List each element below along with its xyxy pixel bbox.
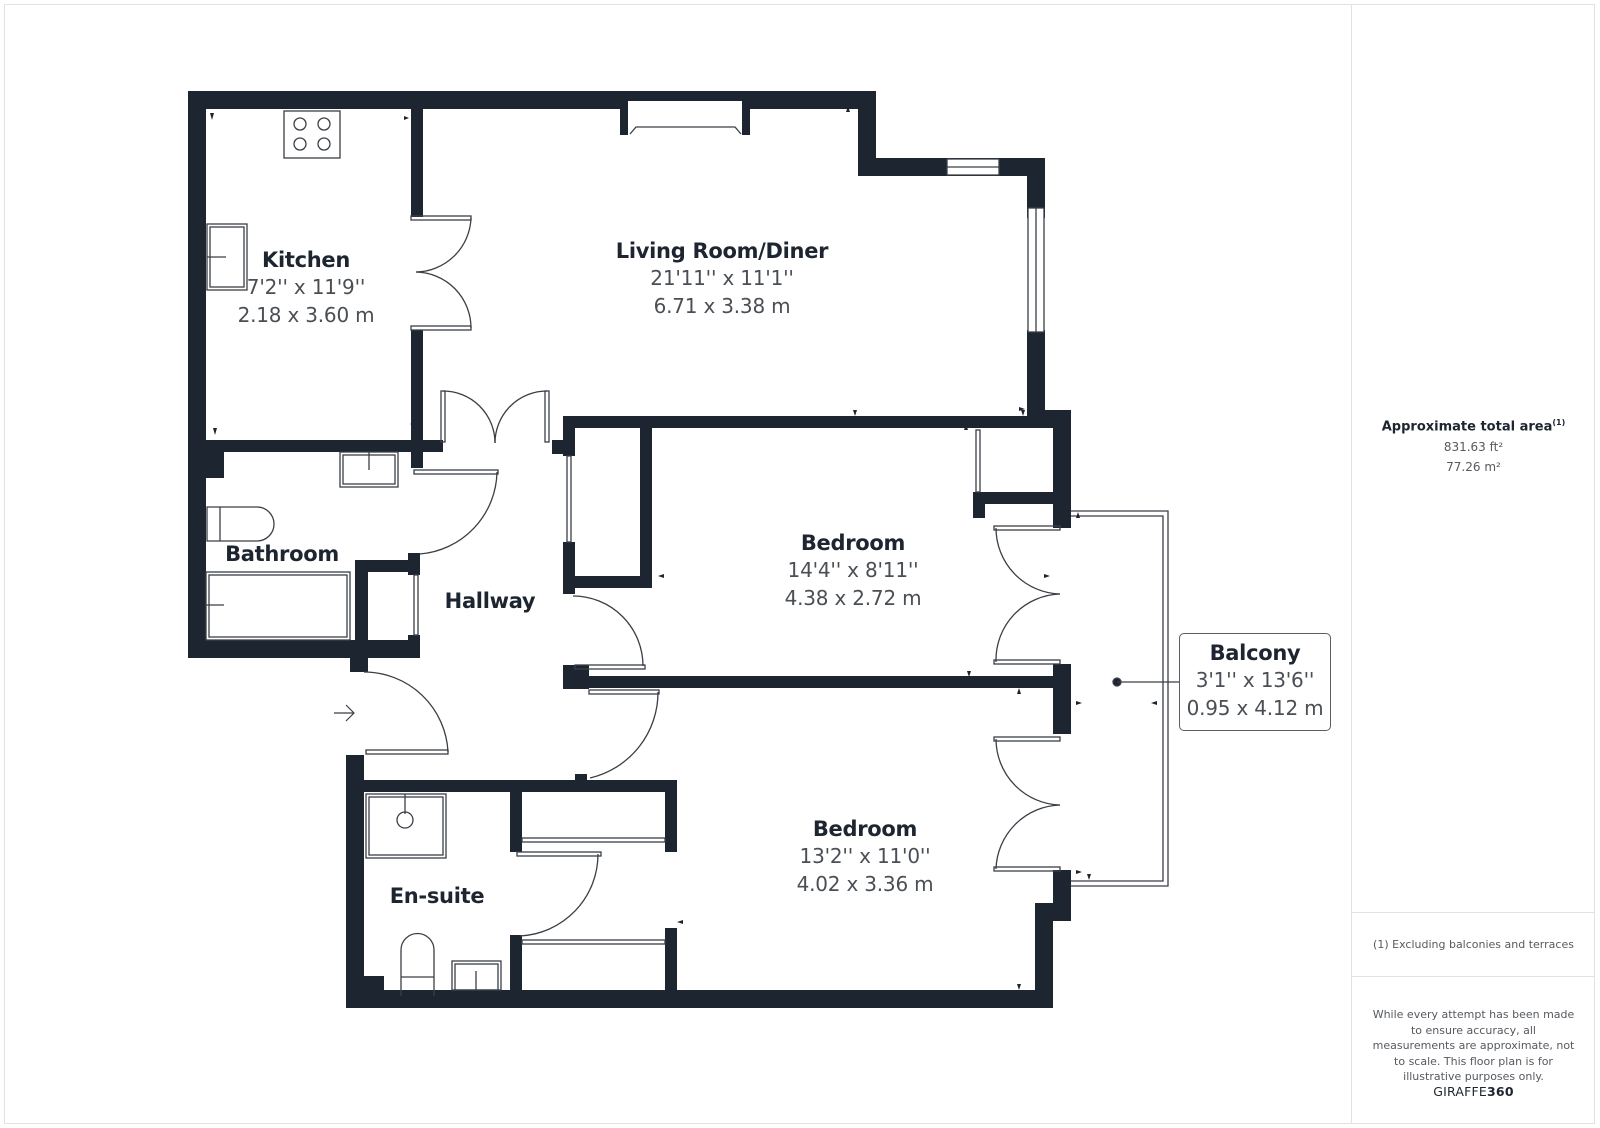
room-hallway: Hallway bbox=[445, 588, 536, 614]
sidebar-divider bbox=[1351, 4, 1352, 1124]
room-living: Living Room/Diner 21'11'' x 11'1'' 6.71 … bbox=[615, 238, 829, 320]
room-dim-metric: 0.95 x 4.12 m bbox=[1186, 696, 1324, 720]
disclaimer: While every attempt has been made to ens… bbox=[1372, 1008, 1575, 1083]
room-dim-imperial: 13'2'' x 11'0'' bbox=[799, 844, 931, 868]
room-name: En-suite bbox=[389, 884, 485, 908]
fixtures bbox=[205, 99, 1179, 996]
floor-plan bbox=[188, 91, 1179, 1008]
room-name: Bedroom bbox=[800, 531, 906, 555]
area-title: Approximate total area(1) bbox=[1352, 414, 1595, 436]
room-name: Kitchen bbox=[261, 248, 351, 272]
room-name: Hallway bbox=[444, 589, 536, 613]
brand-text: GIRAFFE bbox=[1433, 1084, 1488, 1099]
page-frame bbox=[4, 4, 1595, 1124]
room-dim-imperial: 7'2'' x 11'9'' bbox=[246, 275, 366, 299]
room-dim-metric: 4.38 x 2.72 m bbox=[784, 586, 922, 610]
balcony-callout bbox=[1179, 633, 1331, 731]
room-ensuite: En-suite bbox=[390, 883, 485, 909]
room-name: Bathroom bbox=[225, 542, 339, 566]
area-footnote-ref: (1) bbox=[1552, 418, 1566, 427]
brand-logo: GIRAFFE360 bbox=[1352, 1084, 1595, 1099]
footnote: (1) Excluding balconies and terraces bbox=[1373, 938, 1574, 951]
room-dim-metric: 4.02 x 3.36 m bbox=[796, 872, 934, 896]
sidebar-divider-2 bbox=[1352, 976, 1595, 977]
area-title-text: Approximate total area bbox=[1381, 419, 1553, 435]
room-bathroom: Bathroom bbox=[225, 541, 339, 567]
info-sidebar: Approximate total area(1) 831.63 ft² 77.… bbox=[1352, 4, 1595, 1124]
area-sqft: 831.63 ft² bbox=[1443, 440, 1504, 455]
measurement-markers bbox=[210, 106, 1157, 990]
area-sqm: 77.26 m² bbox=[1446, 460, 1501, 475]
room-name: Living Room/Diner bbox=[615, 239, 829, 263]
brand-text-bold: 360 bbox=[1487, 1084, 1514, 1099]
total-area-block: Approximate total area(1) 831.63 ft² 77.… bbox=[1352, 414, 1595, 475]
room-dim-imperial: 14'4'' x 8'11'' bbox=[787, 558, 919, 582]
room-name: Bedroom bbox=[812, 817, 918, 841]
entrance-arrow-icon bbox=[334, 704, 355, 722]
room-kitchen: Kitchen 7'2'' x 11'9'' 2.18 x 3.60 m bbox=[238, 247, 375, 329]
sidebar-divider-1 bbox=[1352, 912, 1595, 913]
room-dim-metric: 2.18 x 3.60 m bbox=[237, 303, 375, 327]
room-name: Balcony bbox=[1209, 641, 1301, 665]
room-bedroom-2: Bedroom 13'2'' x 11'0'' 4.02 x 3.36 m bbox=[797, 816, 934, 898]
room-dim-imperial: 21'11'' x 11'1'' bbox=[650, 266, 794, 290]
room-dim-metric: 6.71 x 3.38 m bbox=[653, 294, 791, 318]
room-balcony: Balcony 3'1'' x 13'6'' 0.95 x 4.12 m bbox=[1187, 640, 1324, 722]
room-dim-imperial: 3'1'' x 13'6'' bbox=[1195, 668, 1315, 692]
room-bedroom-1: Bedroom 14'4'' x 8'11'' 4.38 x 2.72 m bbox=[785, 530, 922, 612]
